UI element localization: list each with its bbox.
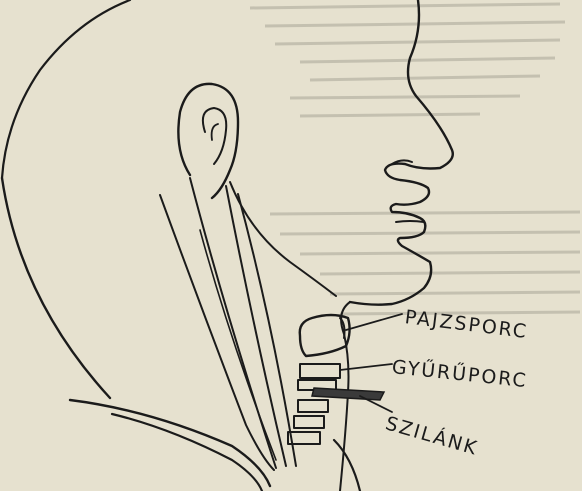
ear (178, 84, 238, 198)
larynx (288, 315, 384, 444)
sternal-notch (334, 440, 360, 491)
trachea-ring (294, 416, 324, 428)
back-of-neck (2, 178, 110, 398)
jaw-line (230, 182, 336, 296)
face-profile (350, 0, 453, 305)
lip-line (396, 221, 424, 222)
cricoid-cartilage (300, 364, 340, 378)
trachea-ring (298, 400, 328, 412)
background-text-bleed (250, 4, 580, 314)
head-outline (2, 0, 130, 178)
bone-fragment (312, 388, 384, 400)
leader-line-thyroid (346, 314, 402, 330)
shoulder-line (70, 400, 270, 486)
